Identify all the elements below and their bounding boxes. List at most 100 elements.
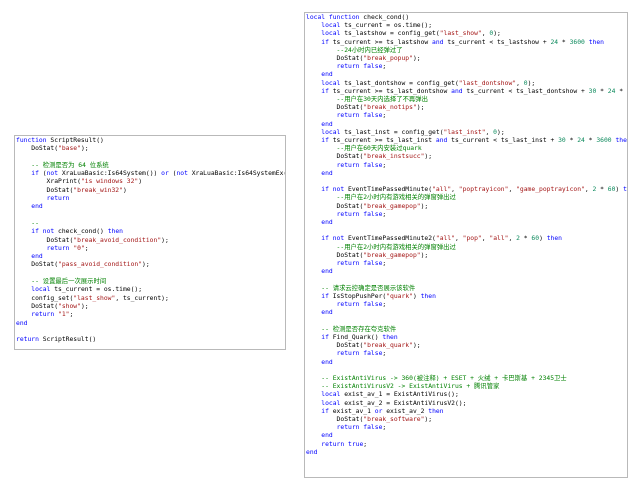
code-line bbox=[306, 277, 627, 285]
code-line: local ts_lastshow = config_get("last_sho… bbox=[306, 30, 627, 38]
code-token: ); bbox=[416, 104, 425, 112]
code-line: if not EventTimePassedMinute("all", "pop… bbox=[306, 186, 627, 194]
code-token: and bbox=[451, 87, 463, 95]
code-token: ); bbox=[527, 79, 536, 87]
code-line: end bbox=[306, 268, 627, 276]
code-token: end bbox=[321, 169, 333, 177]
code-line: return false; bbox=[306, 211, 627, 219]
code-token: -- bbox=[16, 219, 39, 227]
code-line: local ts_last_inst = config_get("last_in… bbox=[306, 129, 627, 137]
code-token: exist_av_2 = ExistAntiVirusV2(); bbox=[340, 399, 467, 407]
code-token bbox=[306, 39, 321, 46]
code-token: function bbox=[16, 137, 47, 144]
code-token: if bbox=[321, 38, 329, 46]
code-line: -- 请求云控确定是否展示该软件 bbox=[306, 285, 627, 293]
code-token bbox=[16, 203, 31, 210]
code-line: end bbox=[306, 219, 627, 227]
code-token: 2 bbox=[516, 235, 520, 243]
code-token: ) bbox=[412, 292, 421, 300]
code-token: then bbox=[588, 38, 604, 46]
code-token: "break_quark" bbox=[363, 342, 413, 350]
code-token: return false bbox=[336, 63, 383, 71]
code-line: if ts_current >= ts_last_inst and ts_cur… bbox=[306, 137, 627, 145]
code-token: ); bbox=[80, 302, 89, 310]
code-token: "break_software" bbox=[363, 415, 425, 423]
code-token: 3600 bbox=[596, 137, 612, 145]
code-token: "base" bbox=[58, 145, 81, 153]
code-token: * bbox=[596, 87, 608, 95]
code-token: ; bbox=[382, 260, 387, 268]
code-line: DoStat("break_instsucc"); bbox=[306, 153, 627, 161]
code-line: return false; bbox=[306, 260, 627, 268]
code-token: end bbox=[306, 448, 318, 456]
code-token: "0" bbox=[73, 244, 85, 252]
code-token: then bbox=[546, 235, 562, 243]
code-token: ); bbox=[412, 342, 421, 350]
code-token: ts_current = os.time(); bbox=[340, 22, 433, 30]
code-token: ); bbox=[424, 153, 433, 161]
code-line: if exist_av_1 or exist_av_2 then bbox=[306, 408, 627, 416]
code-token: not bbox=[42, 228, 55, 236]
code-line: --用户在2小时内有游戏相关的弹窗弹出过 bbox=[306, 194, 627, 202]
code-line: end bbox=[306, 71, 627, 79]
code-token: 3600 bbox=[627, 88, 628, 95]
code-line: if IsStopPushPer("quark") then bbox=[306, 293, 627, 301]
code-token: 30 bbox=[588, 87, 597, 95]
code-token bbox=[306, 22, 321, 29]
code-line: return false; bbox=[306, 112, 627, 120]
code-token: ) bbox=[122, 186, 127, 194]
code-token: ); bbox=[420, 202, 429, 210]
code-token: DoStat( bbox=[16, 302, 59, 310]
right-code-panel: local function check_cond() local ts_cur… bbox=[304, 12, 628, 478]
code-token bbox=[306, 112, 337, 119]
code-line: if not EventTimePassedMinute2("all", "po… bbox=[306, 235, 627, 243]
code-token: return bbox=[31, 311, 55, 319]
right-code-block: local function check_cond() local ts_cur… bbox=[305, 13, 627, 457]
code-token: "break_gamepop" bbox=[363, 202, 421, 210]
code-token: * bbox=[519, 235, 532, 243]
code-line bbox=[16, 212, 285, 220]
code-token: 24 bbox=[607, 87, 616, 95]
code-token: -- 设置最后一次展示时间 bbox=[16, 278, 107, 286]
code-token: IsStopPushPer( bbox=[328, 292, 387, 300]
code-token: local function bbox=[306, 14, 360, 21]
code-token: ; bbox=[382, 424, 387, 432]
code-token bbox=[306, 121, 321, 128]
code-token bbox=[306, 391, 321, 398]
code-token: not bbox=[46, 170, 59, 178]
code-token: ; bbox=[69, 311, 74, 319]
code-line: return ScriptResult() bbox=[16, 336, 285, 344]
code-token: ); bbox=[420, 251, 429, 259]
code-token: ts_last_dontshow = config_get( bbox=[340, 79, 459, 87]
code-token bbox=[306, 211, 337, 218]
code-token bbox=[16, 311, 31, 318]
code-token: XraLuaBasic:Is64System()) bbox=[58, 170, 162, 178]
code-token bbox=[306, 170, 321, 177]
code-token: DoStat( bbox=[306, 104, 364, 112]
code-token: check_cond() bbox=[359, 14, 410, 21]
code-token: , bbox=[451, 186, 459, 194]
code-token bbox=[306, 71, 321, 78]
code-token: ); bbox=[80, 145, 89, 153]
code-line: DoStat("break_popup"); bbox=[306, 55, 627, 63]
left-code-block: function ScriptResult() DoStat("base"); … bbox=[15, 136, 285, 344]
code-token: --用户在2小时内有游戏相关的弹窗弹出过 bbox=[306, 243, 456, 251]
code-token: then bbox=[107, 228, 123, 236]
code-token: local bbox=[321, 128, 341, 136]
code-token: return bbox=[16, 336, 39, 344]
code-token: "last_dontshow" bbox=[458, 79, 517, 87]
code-line: -- ExistAntiVirus -> 360(被注释) + ESET + 火… bbox=[306, 375, 627, 383]
code-token: , ts_current); bbox=[115, 294, 169, 302]
code-token: return false bbox=[336, 260, 383, 268]
code-line: end bbox=[306, 309, 627, 317]
code-line: DoStat("show"); bbox=[16, 303, 285, 311]
code-token: end bbox=[321, 71, 333, 79]
code-line: end bbox=[306, 359, 627, 367]
code-token: ScriptResult() bbox=[38, 336, 97, 344]
code-line: DoStat("break_notips"); bbox=[306, 104, 627, 112]
code-token: local bbox=[321, 30, 341, 38]
code-line: return "0"; bbox=[16, 245, 285, 253]
code-token: ) bbox=[615, 186, 624, 194]
code-token: XraPrint( bbox=[16, 178, 81, 186]
code-token: ); bbox=[497, 128, 505, 136]
